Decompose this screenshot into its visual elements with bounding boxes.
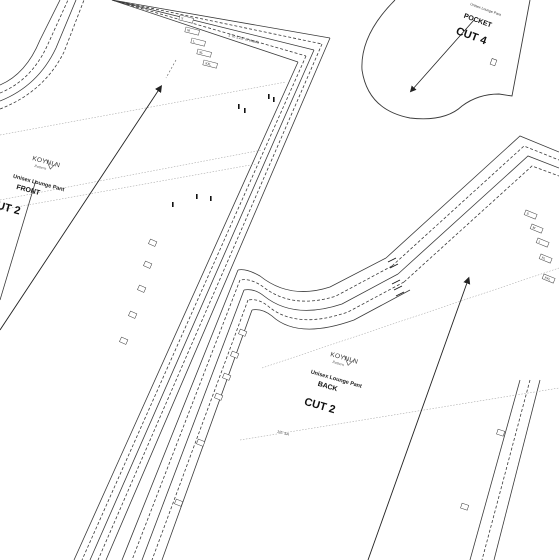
back-size-tags: S M L XL XXL bbox=[523, 209, 556, 284]
back-inseam-cutlines bbox=[121, 269, 253, 560]
back-outseam-cutlines bbox=[469, 379, 541, 560]
front-pattern-piece: S M L XL XXL 1" to 1.25" of elastic bbox=[0, 0, 331, 560]
front-size-tags: S M L XL XXL bbox=[178, 14, 218, 69]
back-seam-size-marks bbox=[174, 328, 506, 511]
pocket-label-block: Unisex Lounge Pant POCKET CUT 4 bbox=[454, 2, 502, 48]
front-brand-logo bbox=[46, 159, 57, 170]
front-cut-count: CUT 2 bbox=[0, 198, 22, 218]
front-size-tag: L bbox=[193, 39, 196, 43]
front-inseam-cutline bbox=[0, 179, 37, 301]
front-seam-size-marks bbox=[119, 238, 158, 345]
back-grainline-arrow bbox=[367, 276, 471, 560]
back-reference-lines bbox=[239, 267, 559, 441]
back-cut-count: CUT 2 bbox=[303, 396, 337, 416]
back-size-tag: XL bbox=[541, 255, 546, 260]
pocket-cut-count: CUT 4 bbox=[454, 25, 489, 47]
front-size-tag: M bbox=[187, 28, 191, 33]
back-notches bbox=[387, 257, 405, 297]
pocket-notch bbox=[489, 58, 498, 67]
front-reference-lines bbox=[0, 81, 287, 211]
back-size-tag: L bbox=[538, 239, 541, 243]
front-crotch-cutlines bbox=[0, 0, 85, 110]
front-waist-cutlines bbox=[111, 0, 331, 63]
back-brand-logo bbox=[344, 355, 355, 366]
front-grainline-arrow bbox=[0, 84, 162, 331]
back-brand-sub: Pattern bbox=[331, 359, 345, 367]
pocket-grainline-arrow bbox=[409, 19, 475, 93]
front-size-tag: XXL bbox=[205, 61, 212, 66]
front-side-seam-cutlines bbox=[73, 37, 331, 560]
pocket-title: Unisex Lounge Pant bbox=[470, 2, 502, 17]
back-pattern-piece: S M L XL XXL KOYNLN Pattern bbox=[121, 135, 559, 560]
back-size-tag: XXL bbox=[544, 275, 551, 281]
front-label-block: KOYNLN Pattern Unisex Lounge Pant FRONT … bbox=[0, 155, 65, 218]
back-label-block: KOYNLN Pattern Unisex Lounge Pant BACK C… bbox=[277, 351, 363, 437]
back-piece-name: BACK bbox=[317, 381, 338, 393]
back-crotch-cutlines bbox=[237, 257, 411, 330]
back-waist-cutlines bbox=[385, 135, 559, 283]
pocket-pattern-piece: Unisex Lounge Pant POCKET CUT 4 bbox=[361, 0, 531, 120]
front-notches bbox=[172, 94, 275, 207]
front-brand-sub: Pattern bbox=[33, 163, 47, 171]
back-size-tag: M bbox=[532, 225, 536, 230]
back-note: 1/2" SA bbox=[277, 429, 290, 436]
front-grainline-top-dash bbox=[165, 59, 177, 79]
pocket-outline bbox=[361, 0, 531, 120]
front-size-tag: XL bbox=[199, 50, 204, 55]
front-hem-note: 1" to 1.25" of elastic bbox=[228, 33, 260, 45]
back-size-tag: S bbox=[526, 211, 529, 216]
front-size-tag: S bbox=[181, 16, 184, 20]
